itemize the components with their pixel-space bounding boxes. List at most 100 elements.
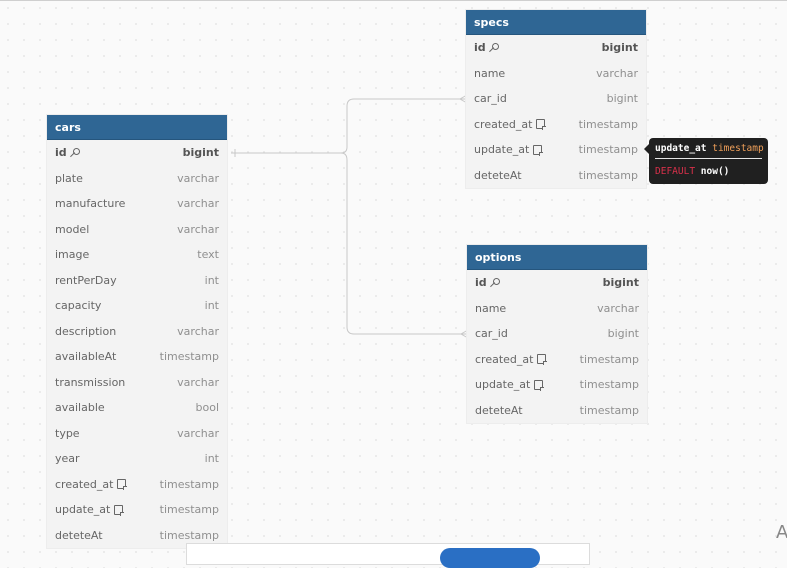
field-name: plate bbox=[55, 171, 83, 185]
note-icon bbox=[117, 479, 128, 491]
table-header[interactable]: cars bbox=[47, 115, 227, 140]
field-name-group: manufacture bbox=[55, 197, 125, 210]
field-row[interactable]: availableAt timestamp bbox=[47, 344, 227, 370]
field-name-group: created_at bbox=[55, 478, 128, 491]
field-type: varchar bbox=[596, 66, 638, 80]
relation-cars-options bbox=[340, 152, 468, 335]
key-icon bbox=[491, 278, 500, 287]
field-name-group: deteteAt bbox=[474, 169, 522, 182]
field-name-group: car_id bbox=[475, 327, 508, 340]
field-name-group: availableAt bbox=[55, 350, 116, 363]
tooltip-field-name: update_at bbox=[655, 143, 707, 154]
field-name: deteteAt bbox=[55, 528, 103, 542]
field-name: car_id bbox=[474, 92, 507, 106]
bottom-action-button[interactable] bbox=[440, 548, 540, 568]
tooltip-keyword: DEFAULT bbox=[655, 166, 696, 177]
field-type: timestamp bbox=[579, 352, 639, 366]
field-tooltip: update_at timestamp DEFAULT now() bbox=[644, 138, 768, 184]
field-name-group: model bbox=[55, 223, 89, 236]
field-type: timestamp bbox=[578, 168, 638, 182]
field-row[interactable]: car_id bigint bbox=[466, 86, 646, 112]
table-header[interactable]: options bbox=[467, 245, 647, 270]
field-name: rentPerDay bbox=[55, 273, 117, 287]
field-name: year bbox=[55, 452, 80, 466]
field-name-group: year bbox=[55, 452, 80, 465]
field-name: description bbox=[55, 324, 117, 338]
corner-glyph: A bbox=[776, 522, 787, 543]
field-name: type bbox=[55, 426, 80, 440]
field-type: varchar bbox=[177, 324, 219, 338]
field-name: car_id bbox=[475, 327, 508, 341]
note-icon bbox=[534, 379, 545, 391]
field-name-group: transmission bbox=[55, 376, 125, 389]
field-row[interactable]: model varchar bbox=[47, 217, 227, 243]
field-row[interactable]: deteteAt timestamp bbox=[466, 163, 646, 189]
field-row[interactable]: deteteAt timestamp bbox=[47, 523, 227, 549]
field-type: bigint bbox=[182, 146, 219, 160]
field-row[interactable]: car_id bigint bbox=[467, 321, 647, 347]
field-type: timestamp bbox=[159, 350, 219, 364]
field-row[interactable]: name varchar bbox=[466, 61, 646, 87]
field-name-group: deteteAt bbox=[55, 529, 103, 542]
field-type: bigint bbox=[606, 92, 638, 106]
field-name: update_at bbox=[475, 378, 531, 392]
key-icon bbox=[71, 148, 80, 157]
note-icon bbox=[114, 504, 125, 516]
field-name-group: id bbox=[475, 276, 500, 289]
field-name: created_at bbox=[474, 117, 533, 131]
note-icon bbox=[536, 119, 547, 131]
field-row[interactable]: id bigint bbox=[47, 140, 227, 166]
relation-cars-specs bbox=[231, 98, 467, 154]
field-name: id bbox=[475, 276, 487, 290]
many-marker-options bbox=[459, 329, 469, 339]
field-name: id bbox=[55, 146, 67, 160]
field-row[interactable]: update_at timestamp bbox=[47, 497, 227, 523]
field-type: timestamp bbox=[579, 403, 639, 417]
field-type: timestamp bbox=[578, 117, 638, 131]
table-header[interactable]: specs bbox=[466, 10, 646, 35]
field-name: created_at bbox=[475, 352, 534, 366]
field-name-group: update_at bbox=[475, 378, 545, 392]
field-type: bigint bbox=[602, 276, 639, 290]
field-name-group: name bbox=[475, 302, 506, 315]
relationship-lines bbox=[231, 94, 469, 339]
note-icon bbox=[533, 144, 544, 156]
field-name-group: car_id bbox=[474, 92, 507, 105]
field-type: timestamp bbox=[159, 503, 219, 517]
field-row[interactable]: created_at timestamp bbox=[466, 112, 646, 138]
field-name-group: capacity bbox=[55, 299, 101, 312]
field-row[interactable]: id bigint bbox=[467, 270, 647, 296]
field-name-group: created_at bbox=[475, 352, 548, 366]
field-type: timestamp bbox=[159, 528, 219, 542]
field-type: bigint bbox=[607, 327, 639, 341]
field-name: transmission bbox=[55, 375, 126, 389]
field-name-group: type bbox=[55, 427, 80, 440]
field-name-group: update_at bbox=[474, 143, 544, 156]
field-name: name bbox=[474, 66, 506, 80]
field-name: available bbox=[55, 401, 105, 415]
field-name-group: update_at bbox=[55, 503, 125, 516]
field-row[interactable]: created_at timestamp bbox=[467, 347, 647, 373]
field-row[interactable]: description varchar bbox=[47, 319, 227, 345]
field-type: varchar bbox=[177, 222, 219, 236]
field-name-group: plate bbox=[55, 172, 83, 185]
field-name: name bbox=[475, 301, 507, 315]
